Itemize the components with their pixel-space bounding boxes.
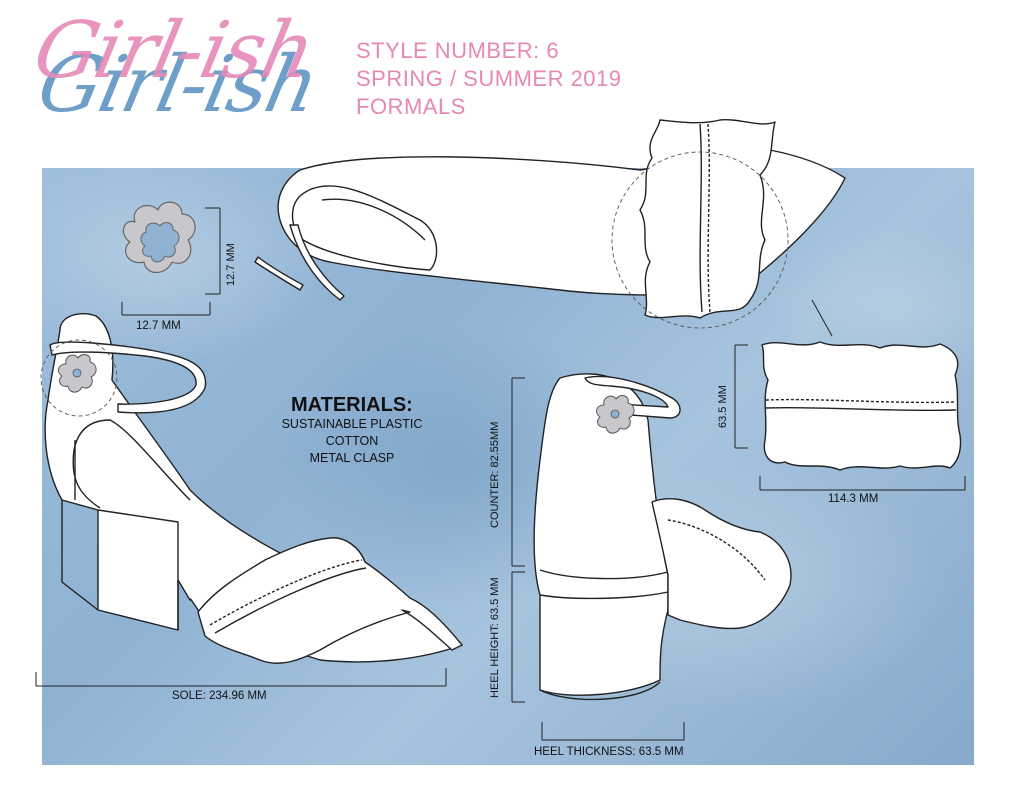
clasp-height-label: 12.7 MM: [225, 243, 237, 286]
ruffle-height-label: 63.5 MM: [717, 385, 729, 428]
ruffle-width-label: 114.3 MM: [828, 493, 879, 505]
clasp-dimension-lines: [121, 207, 221, 316]
material-item: COTTON: [325, 434, 379, 448]
sole-dimension-line: [35, 668, 447, 687]
side-view-sandal: [40, 312, 463, 664]
material-item: METAL CLASP: [309, 451, 395, 465]
style-number: STYLE NUMBER: 6: [356, 38, 560, 63]
counter-label: COUNTER: 82.55MM: [489, 421, 501, 528]
material-item: SUSTAINABLE PLASTIC: [281, 417, 423, 431]
sole-length-label: SOLE: 234.96 MM: [172, 690, 267, 702]
clasp-detail: [122, 201, 196, 274]
season-label: SPRING / SUMMER 2019: [356, 66, 622, 91]
back-view-sandal: [533, 373, 792, 701]
top-view-sandal: [254, 119, 846, 337]
back-view-dimension-lines: [511, 377, 685, 741]
heel-height-label: HEEL HEIGHT: 63.5 MM: [489, 577, 501, 698]
heel-thickness-label: HEEL THICKNESS: 63.5 MM: [534, 746, 684, 758]
materials-title: MATERIALS:: [291, 394, 413, 416]
ruffle-dimension-lines: [734, 344, 966, 491]
clasp-width-label: 12.7 MM: [136, 320, 181, 332]
ruffle-detail: [761, 341, 962, 471]
category-label: FORMALS: [356, 94, 466, 119]
